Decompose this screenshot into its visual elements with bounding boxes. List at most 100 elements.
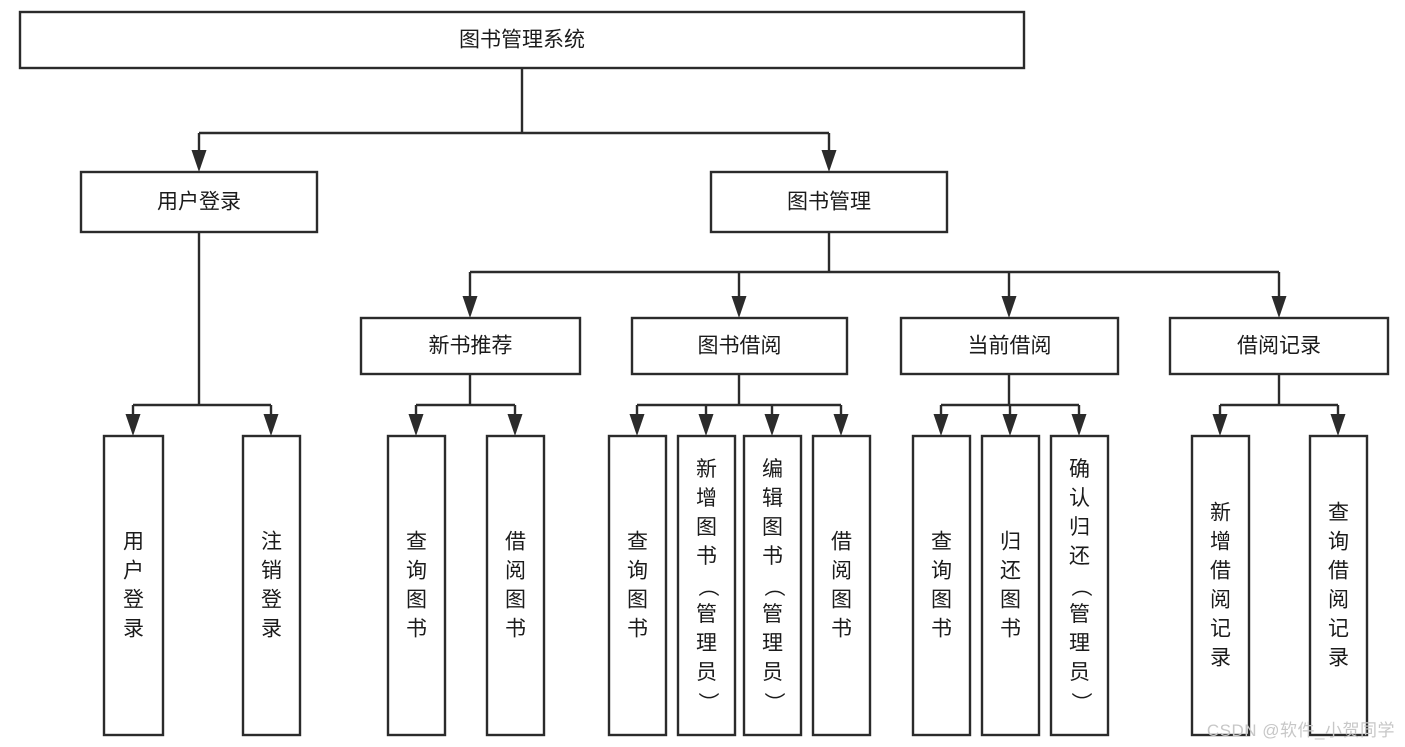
- nodes-layer: 图书管理系统用户登录图书管理新书推荐图书借阅当前借阅借阅记录用户登录注销登录查询…: [18, 10, 1390, 737]
- svg-text:新: 新: [1210, 502, 1231, 525]
- edge-arrow-head: [1271, 296, 1287, 318]
- svg-text:录: 录: [1328, 647, 1349, 670]
- node-l2-new-book-recommend-box[interactable]: [359, 316, 582, 376]
- node-root-图书管理系统[interactable]: 图书管理系统: [18, 10, 1026, 70]
- edge-arrow-head: [462, 296, 478, 318]
- node-leaf-leaf-query-book-3-box[interactable]: [911, 434, 972, 737]
- svg-text:图: 图: [406, 589, 427, 612]
- node-l2-book-borrow[interactable]: 图书借阅: [630, 316, 849, 376]
- svg-text:）: ）: [1069, 692, 1092, 713]
- edge-group-bookmanage-to-level2: [462, 232, 1287, 318]
- node-leaf-leaf-user-login[interactable]: 用户登录: [102, 434, 165, 737]
- node-leaf-leaf-borrow-book-2-box[interactable]: [811, 434, 872, 737]
- edge-arrow-head: [191, 150, 207, 172]
- svg-text:询: 询: [627, 560, 648, 583]
- svg-text:录: 录: [123, 618, 144, 641]
- svg-text:销: 销: [261, 560, 282, 583]
- node-l2-new-book-recommend[interactable]: 新书推荐: [359, 316, 582, 376]
- svg-text:书: 书: [505, 618, 526, 641]
- svg-text:记: 记: [1210, 618, 1231, 641]
- node-l2-book-borrow-box[interactable]: [630, 316, 849, 376]
- svg-text:新: 新: [696, 458, 717, 481]
- node-leaf-leaf-user-login-box[interactable]: [102, 434, 165, 737]
- svg-text:员: 员: [1069, 661, 1090, 684]
- svg-text:阅: 阅: [505, 560, 526, 583]
- node-l2-current-borrow-label: 当前借阅: [968, 335, 1052, 358]
- edge-arrow-head: [1001, 296, 1017, 318]
- svg-text:书: 书: [696, 545, 717, 568]
- node-leaf-leaf-query-book-2-box[interactable]: [607, 434, 668, 737]
- svg-text:管: 管: [1069, 603, 1090, 626]
- svg-text:图: 图: [1000, 589, 1021, 612]
- svg-text:图: 图: [831, 589, 852, 612]
- node-leaf-leaf-query-record-box[interactable]: [1308, 434, 1369, 737]
- node-leaf-leaf-add-record-box[interactable]: [1190, 434, 1251, 737]
- svg-text:询: 询: [931, 560, 952, 583]
- edge-arrow-head: [1212, 414, 1228, 436]
- svg-text:借: 借: [505, 531, 526, 554]
- edge-group-current-to-leaves: [933, 374, 1087, 436]
- node-leaf-leaf-add-book-box[interactable]: [676, 434, 737, 737]
- node-l1-user-login[interactable]: 用户登录: [79, 170, 319, 234]
- svg-text:书: 书: [931, 618, 952, 641]
- svg-text:书: 书: [831, 618, 852, 641]
- svg-text:图: 图: [627, 589, 648, 612]
- svg-text:还: 还: [1069, 545, 1090, 568]
- node-l2-borrow-record-box[interactable]: [1168, 316, 1390, 376]
- node-leaf-leaf-edit-book-box[interactable]: [742, 434, 803, 737]
- node-root-图书管理系统-box[interactable]: [18, 10, 1026, 70]
- svg-text:注: 注: [261, 531, 282, 554]
- svg-text:图: 图: [696, 516, 717, 539]
- svg-text:（: （: [696, 576, 719, 597]
- svg-text:借: 借: [1210, 560, 1231, 583]
- svg-text:图: 图: [505, 589, 526, 612]
- node-leaf-leaf-confirm-return-box[interactable]: [1049, 434, 1110, 737]
- node-leaf-leaf-return-book-box[interactable]: [980, 434, 1041, 737]
- edge-arrow-head: [1002, 414, 1018, 436]
- edge-arrow-head: [933, 414, 949, 436]
- svg-text:管: 管: [696, 603, 717, 626]
- svg-text:借: 借: [831, 531, 852, 554]
- node-l1-user-login-label: 用户登录: [157, 191, 241, 214]
- node-l1-user-login-box[interactable]: [79, 170, 319, 234]
- svg-text:查: 查: [931, 531, 952, 554]
- node-l2-new-book-recommend-label: 新书推荐: [429, 335, 513, 358]
- svg-text:编: 编: [762, 458, 783, 481]
- edge-arrow-head: [507, 414, 523, 436]
- node-leaf-leaf-borrow-book-1-box[interactable]: [485, 434, 546, 737]
- node-leaf-leaf-logout-box[interactable]: [241, 434, 302, 737]
- node-l2-borrow-record[interactable]: 借阅记录: [1168, 316, 1390, 376]
- edge-arrow-head: [629, 414, 645, 436]
- svg-text:归: 归: [1069, 516, 1090, 539]
- node-l2-borrow-record-label: 借阅记录: [1237, 335, 1321, 358]
- svg-text:阅: 阅: [831, 560, 852, 583]
- node-leaf-leaf-query-book-1-box[interactable]: [386, 434, 447, 737]
- node-leaf-leaf-user-login-label: 用户登录: [123, 531, 144, 641]
- svg-text:查: 查: [627, 531, 648, 554]
- node-l2-current-borrow-box[interactable]: [899, 316, 1120, 376]
- node-l1-book-manage-box[interactable]: [709, 170, 949, 234]
- svg-text:认: 认: [1069, 487, 1090, 510]
- svg-text:确: 确: [1069, 458, 1090, 481]
- node-l2-current-borrow[interactable]: 当前借阅: [899, 316, 1120, 376]
- svg-text:还: 还: [1000, 560, 1021, 583]
- svg-text:书: 书: [1000, 618, 1021, 641]
- svg-text:理: 理: [1069, 632, 1090, 655]
- node-l1-book-manage[interactable]: 图书管理: [709, 170, 949, 234]
